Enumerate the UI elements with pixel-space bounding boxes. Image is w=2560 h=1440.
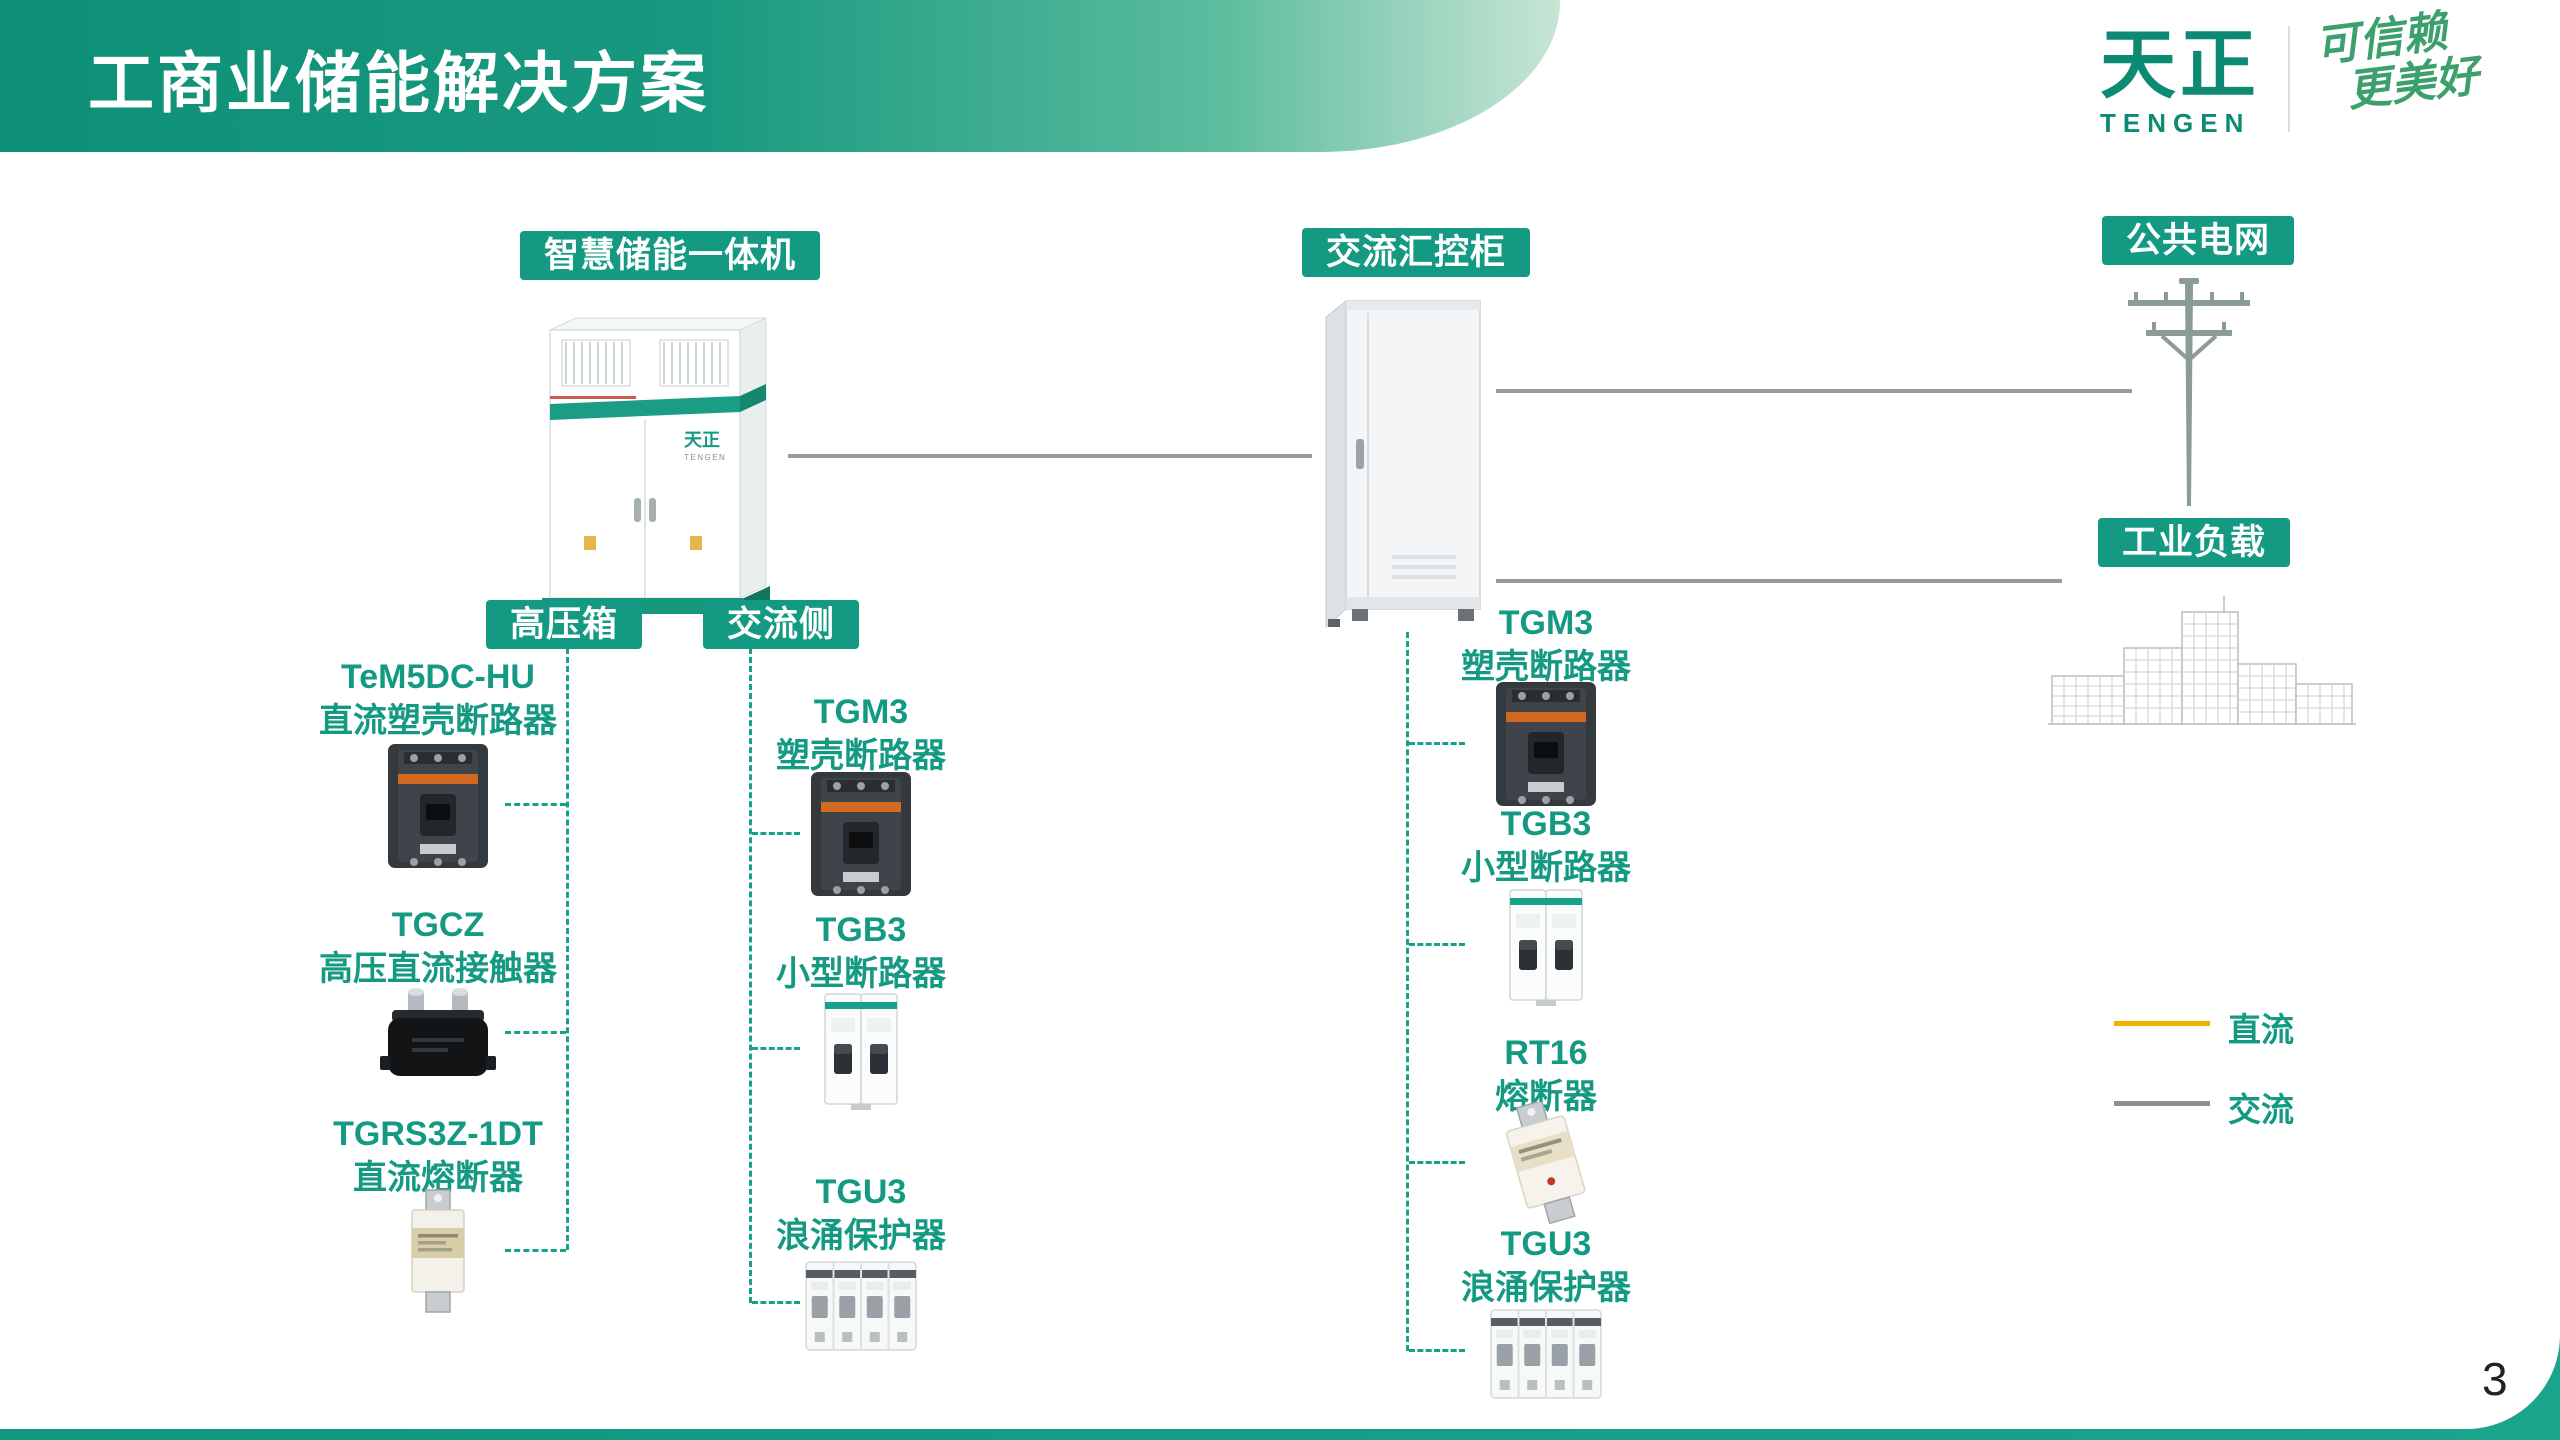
dashed-stub-acside-3 [752, 1301, 800, 1304]
industrial-building-figure [2046, 584, 2358, 732]
logo-slogan: 可信赖 更美好 [2313, 5, 2482, 119]
dashed-stub-hvbox-3 [505, 1249, 566, 1252]
cabinet-brand-sub-text: TENGEN [684, 453, 726, 462]
product-name: 直流塑壳断路器 [319, 702, 557, 741]
product-model: TGB3 [815, 911, 907, 949]
ac-fuse-product-image [1476, 1102, 1616, 1224]
product-tgm3-cabinet-label: TGM3 塑壳断路器 [1376, 601, 1716, 689]
product-model: TGU3 [1500, 1225, 1592, 1263]
product-model: RT16 [1504, 1034, 1588, 1072]
product-tgu3-acside-label: TGU3 浪涌保护器 [691, 1170, 1031, 1258]
wire-accabinet-to-load [1496, 579, 2062, 583]
wire-accabinet-to-grid [1496, 389, 2132, 393]
tengen-logo: 天正 TENGEN [2100, 28, 2260, 139]
label-ac-cabinet: 交流汇控柜 [1302, 228, 1531, 277]
product-name: 小型断路器 [776, 955, 946, 994]
product-model: TeM5DC-HU [341, 658, 535, 696]
product-name: 塑壳断路器 [1461, 648, 1631, 687]
label-ac-side: 交流侧 [703, 600, 860, 649]
page-title: 工商业储能解决方案 [88, 46, 709, 120]
product-rt16-label: RT16 熔断器 [1376, 1031, 1716, 1119]
product-name: 熔断器 [1495, 1078, 1597, 1117]
mcb-product-image [811, 986, 911, 1112]
product-tgcz-label: TGCZ 高压直流接触器 [268, 903, 608, 991]
storage-cabinet-figure: 天正 TENGEN [542, 317, 770, 614]
page-number: 3 [2482, 1353, 2508, 1405]
product-name: 小型断路器 [1461, 849, 1631, 888]
product-name: 浪涌保护器 [776, 1217, 946, 1256]
label-industrial-load: 工业负载 [2098, 518, 2291, 567]
cabinet-brand-text: 天正 [684, 430, 720, 450]
dashed-stub-hvbox-2 [505, 1031, 566, 1034]
wire-ess-to-accabinet [788, 454, 1312, 458]
contactor-product-image [372, 978, 504, 1088]
mccb-product-image [374, 738, 502, 874]
mccb-product-image [797, 766, 925, 902]
footer-mask [0, 1335, 2560, 1429]
product-name: 高压直流接触器 [319, 950, 557, 989]
dashed-stub-accabinet-3 [1409, 1161, 1465, 1164]
dashed-stub-accabinet-2 [1409, 943, 1465, 946]
product-model: TGRS3Z-1DT [333, 1115, 543, 1153]
dashed-line-accabinet [1406, 632, 1409, 1351]
dashed-stub-accabinet-4 [1409, 1349, 1465, 1352]
utility-pole-figure [2118, 268, 2260, 510]
dashed-stub-acside-1 [752, 832, 800, 835]
dashed-line-acside [749, 648, 752, 1303]
spd-product-image [798, 1248, 924, 1358]
dashed-line-hvbox [566, 648, 569, 1250]
label-storage-unit: 智慧储能一体机 [520, 231, 821, 280]
label-public-grid: 公共电网 [2102, 216, 2295, 265]
product-model: TGM3 [1498, 604, 1594, 642]
dashed-stub-hvbox-1 [505, 803, 566, 806]
product-model: TGCZ [391, 906, 485, 944]
logo-divider [2288, 26, 2290, 132]
legend-dc-label: 直流 [2228, 1011, 2294, 1048]
product-model: TGU3 [815, 1173, 907, 1211]
product-tem5dc-label: TeM5DC-HU 直流塑壳断路器 [268, 655, 608, 743]
label-hv-box: 高压箱 [486, 600, 643, 649]
dashed-stub-acside-2 [752, 1047, 800, 1050]
legend-ac-line [2114, 1101, 2210, 1106]
dc-fuse-product-image [385, 1188, 491, 1314]
mccb-product-image [1482, 676, 1610, 812]
spd-product-image [1483, 1296, 1609, 1406]
ac-cabinet-figure [1312, 283, 1498, 631]
product-model: TGB3 [1500, 805, 1592, 843]
slide-header: 工商业储能解决方案 [0, 0, 1560, 152]
dashed-stub-accabinet-1 [1409, 742, 1465, 745]
product-name: 浪涌保护器 [1461, 1269, 1631, 1308]
product-tgu3-cabinet-label: TGU3 浪涌保护器 [1376, 1222, 1716, 1310]
product-tgb3-acside-label: TGB3 小型断路器 [691, 908, 1031, 996]
product-model: TGM3 [813, 693, 909, 731]
product-name: 塑壳断路器 [776, 737, 946, 776]
logo-wordmark-cn: 天正 [2100, 23, 2260, 108]
product-tgm3-acside-label: TGM3 塑壳断路器 [691, 690, 1031, 778]
legend-ac-label: 交流 [2228, 1091, 2294, 1128]
product-tgrs3z-label: TGRS3Z-1DT 直流熔断器 [268, 1112, 608, 1200]
mcb-product-image [1496, 882, 1596, 1008]
logo-wordmark-en: TENGEN [2100, 108, 2251, 138]
legend-dc-line [2114, 1021, 2210, 1026]
product-tgb3-cabinet-label: TGB3 小型断路器 [1376, 802, 1716, 890]
